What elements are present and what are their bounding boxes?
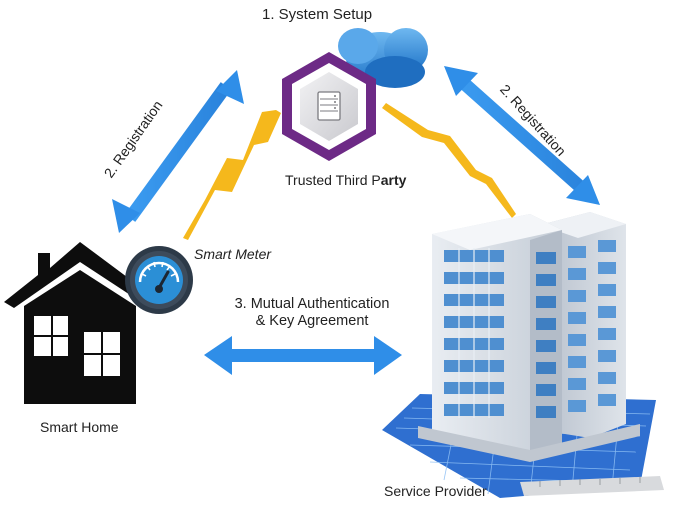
mutual-auth-arrow: [204, 336, 402, 375]
house-icon: [4, 242, 158, 404]
registration-arrow-right: [444, 66, 600, 205]
mutual-authentication-label: 3. Mutual Authentication & Key Agreement: [214, 296, 410, 329]
lightning-icon: [382, 103, 516, 218]
cloud-icon: [338, 28, 428, 88]
gauge-icon: [125, 246, 193, 314]
trusted-third-party-label-end: arty: [380, 172, 407, 188]
trusted-third-party-hexagon: [282, 52, 376, 161]
smart-meter-label: Smart Meter: [194, 246, 272, 262]
office-building-icon: [418, 212, 640, 462]
lightning-icon: [183, 110, 281, 240]
service-provider-label: Service Provider: [384, 483, 487, 499]
server-icon: [317, 91, 341, 121]
smart-home-label: Smart Home: [40, 419, 119, 435]
registration-arrow-left: [112, 70, 244, 233]
mutual-authentication-line-2: & Key Agreement: [255, 312, 369, 329]
mutual-authentication-line-1: 3. Mutual Authentication: [234, 296, 390, 312]
trusted-third-party-label-main: Trusted Third P: [285, 172, 381, 188]
system-setup-label: 1. System Setup: [262, 6, 373, 23]
trusted-third-party-label: Trusted Third Party: [285, 172, 406, 188]
